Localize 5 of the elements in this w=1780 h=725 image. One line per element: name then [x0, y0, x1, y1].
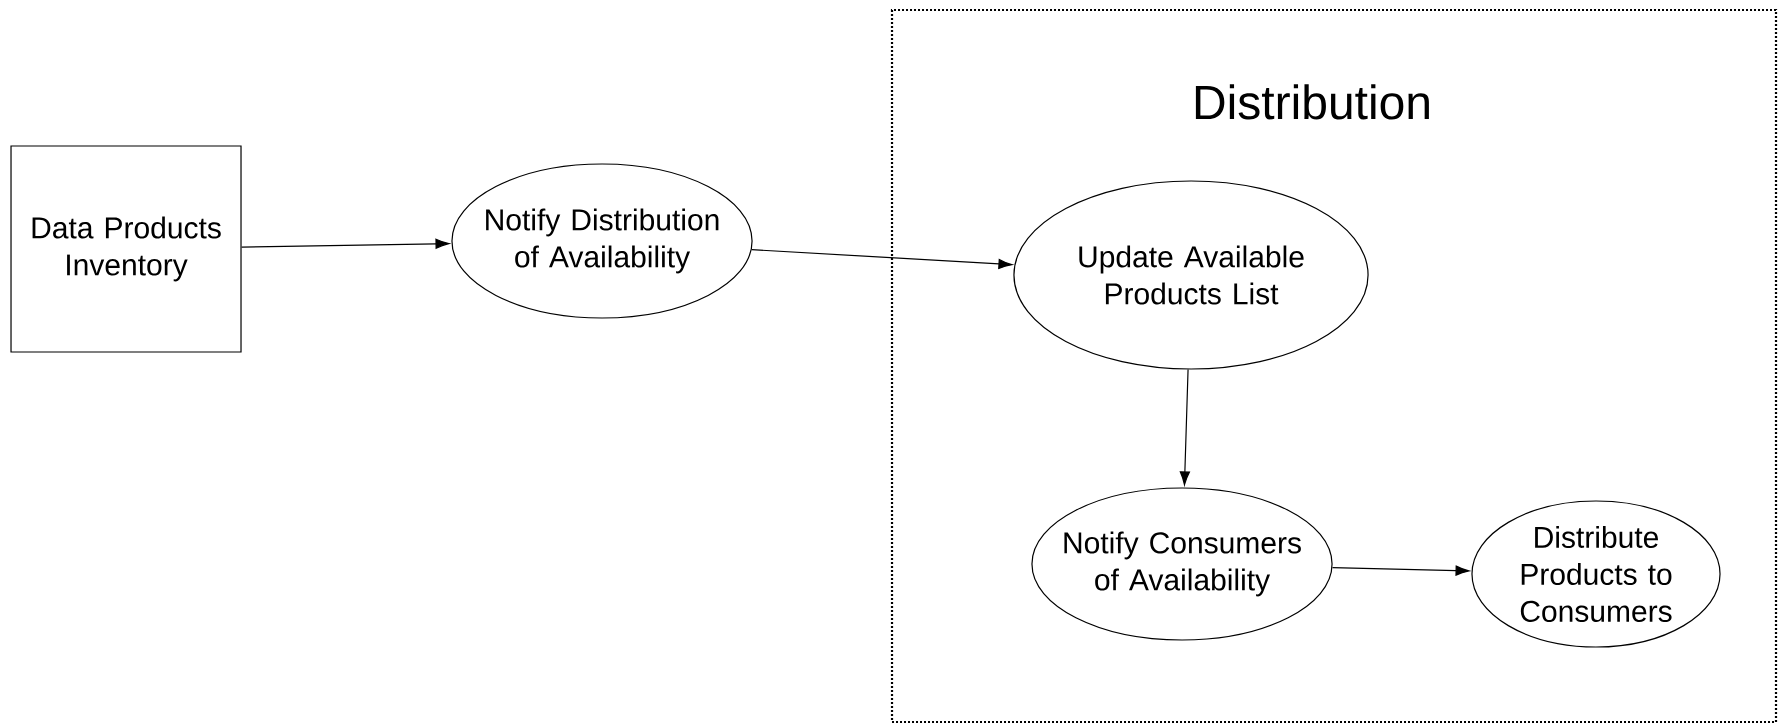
arrow: [241, 238, 450, 249]
process-box: Data Products Inventory: [10, 145, 242, 353]
arrow: [1179, 368, 1190, 486]
arrow: [751, 249, 1013, 269]
arrow: [1331, 565, 1470, 576]
